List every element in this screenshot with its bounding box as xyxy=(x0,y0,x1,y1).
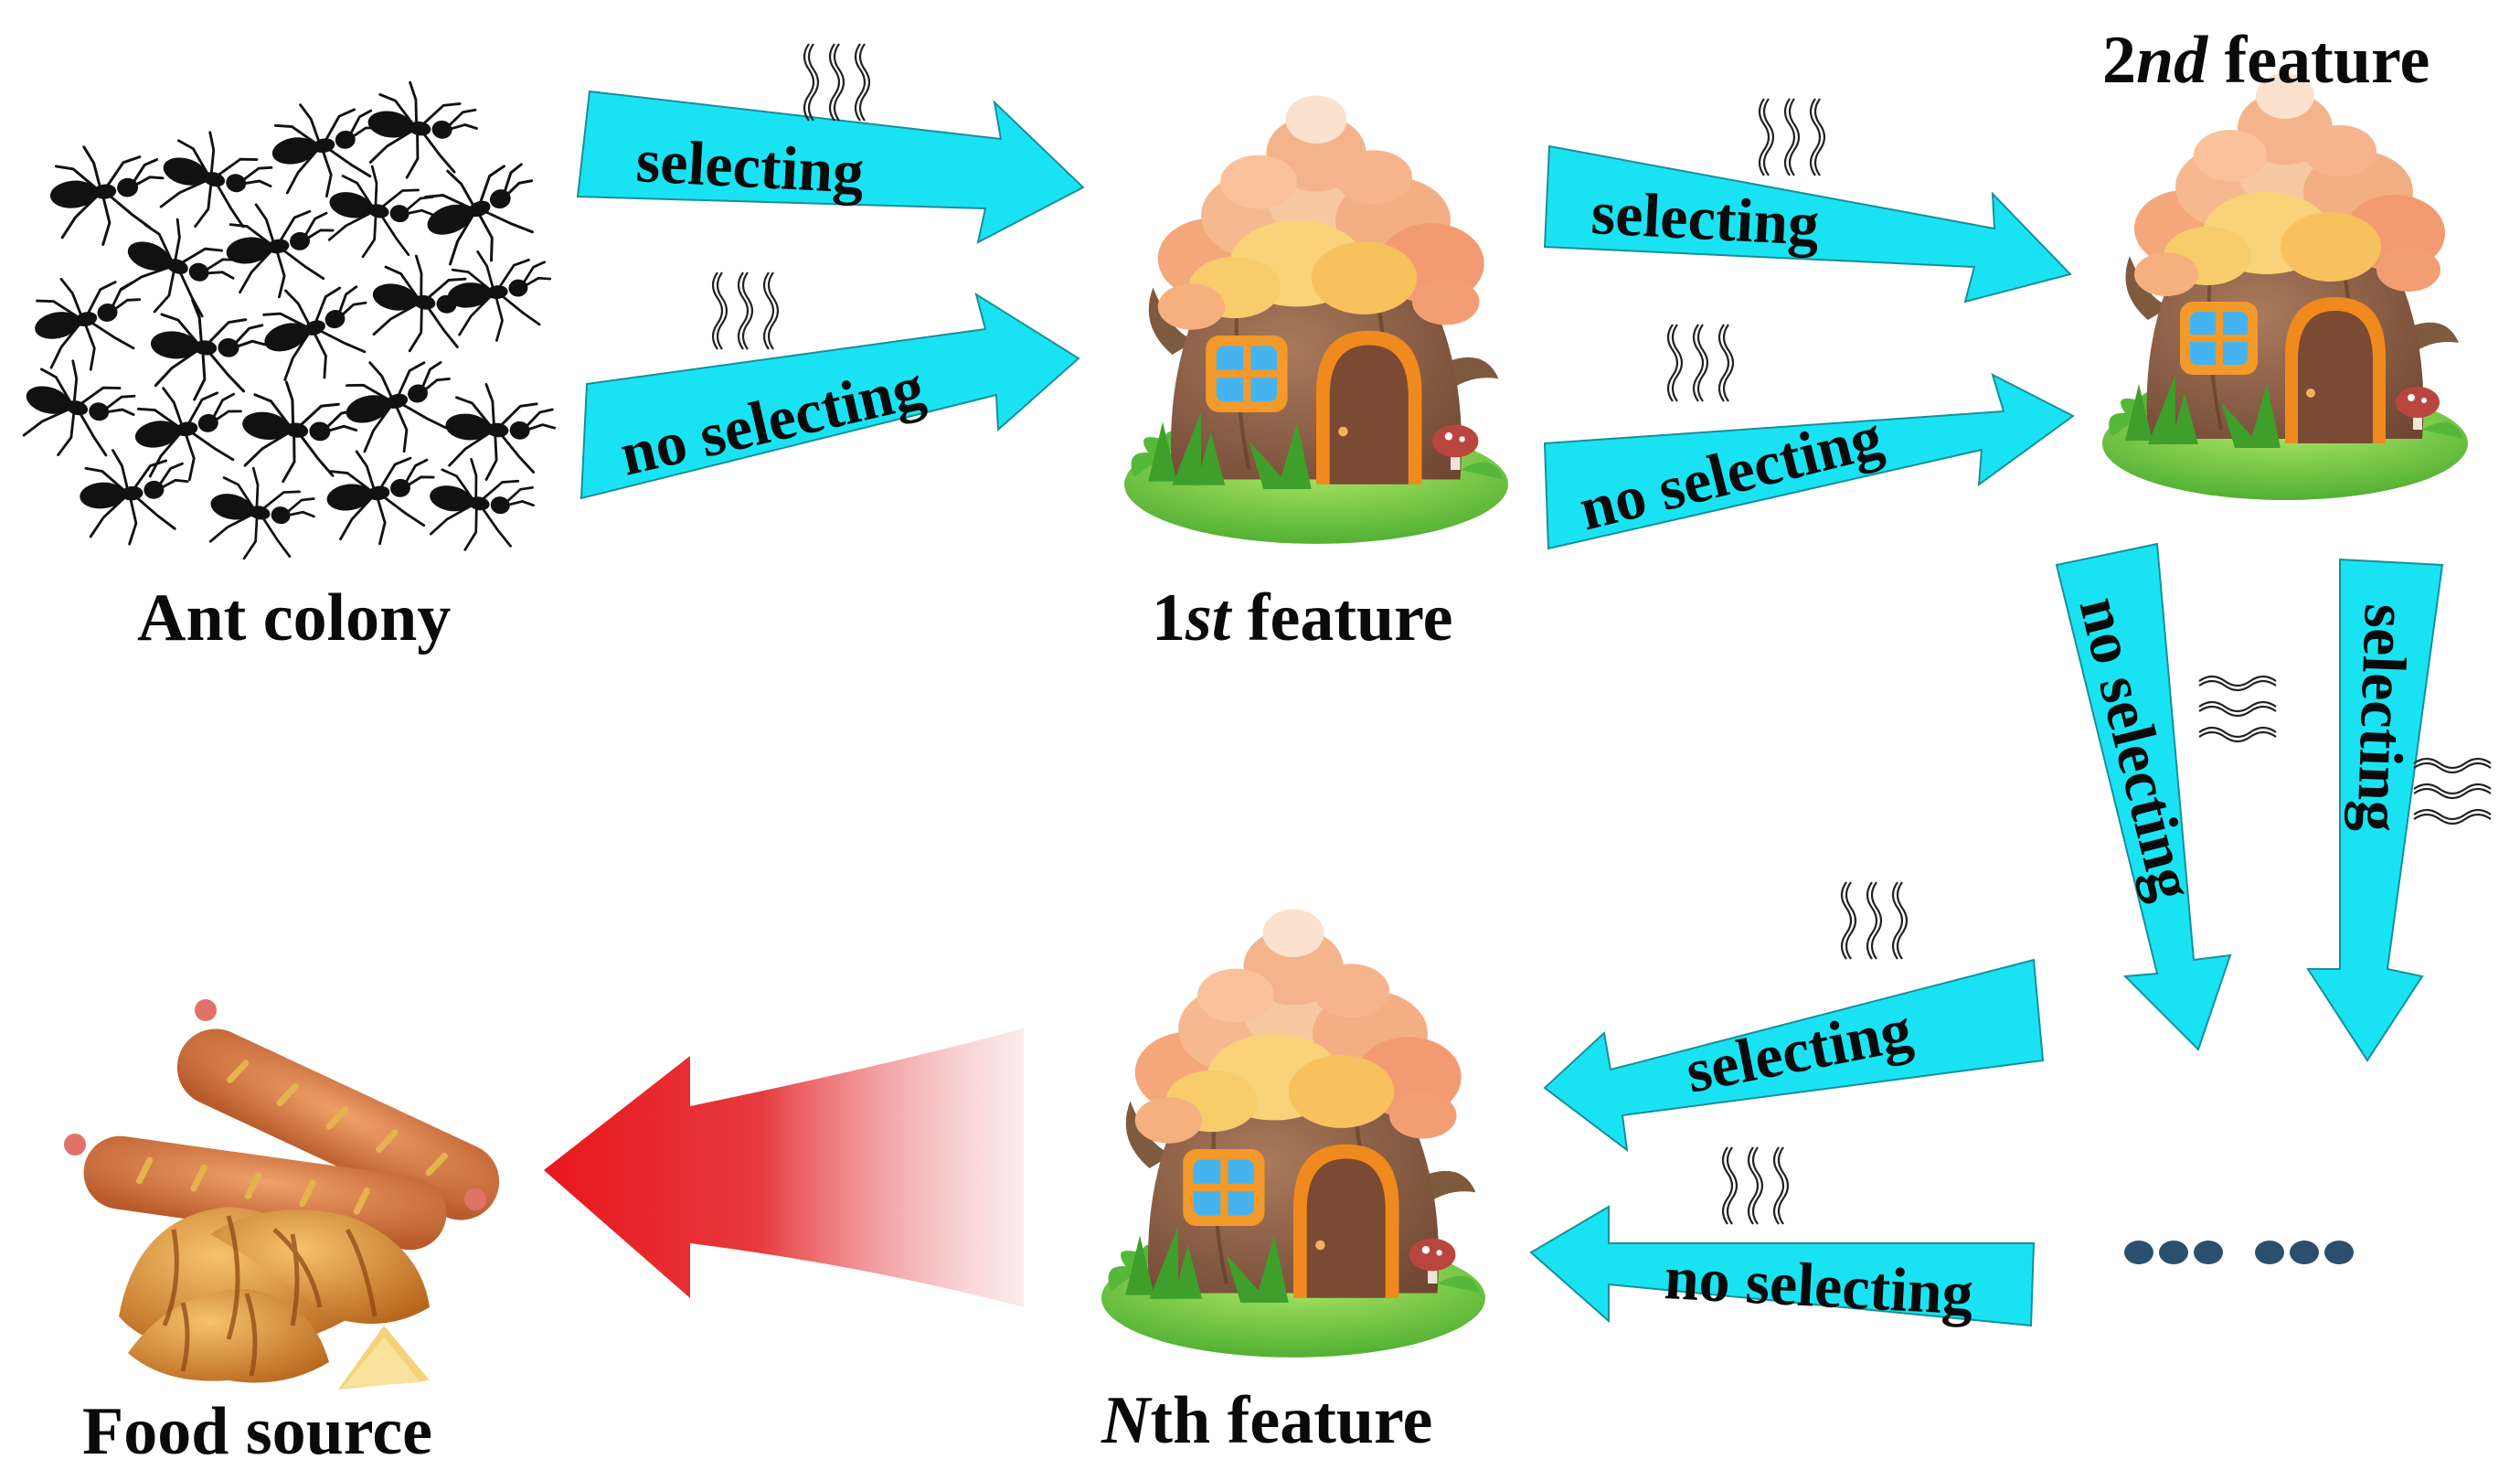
arrow-label-selecting: selecting xyxy=(1590,177,1821,259)
feature-1-house-image xyxy=(1124,96,1508,544)
arrow-colony-to-feature1-selecting xyxy=(576,90,1085,244)
arrow-label-no-selecting: no selecting xyxy=(1663,1242,1975,1328)
arrow-feature2-down-no-selecting xyxy=(2055,542,2232,1051)
arrow-label-no-selecting: no selecting xyxy=(1572,401,1888,544)
ellipsis-dots xyxy=(2124,1241,2354,1264)
arrow-label-no-selecting: no selecting xyxy=(2066,590,2208,906)
arrow-feature1-to-feature2-selecting xyxy=(1543,144,2072,304)
pheromone-wave-icon xyxy=(2197,675,2278,743)
food-source-image xyxy=(64,999,500,1390)
arrow-label-selecting: selecting xyxy=(2344,602,2421,833)
pheromone-wave-icon xyxy=(2412,757,2493,826)
feature-n-label: Nth feature xyxy=(1101,1383,1432,1458)
feature-2-house-image xyxy=(2100,71,2470,502)
ant-colony-image xyxy=(12,76,560,572)
feature-1-label: 1st feature xyxy=(1152,581,1453,655)
arrow-label-selecting: selecting xyxy=(634,125,866,207)
pheromone-wave-icon xyxy=(1758,97,1826,177)
pheromone-wave-icon xyxy=(1666,323,1735,403)
arrow-colony-to-feature1-no-selecting xyxy=(579,292,1080,500)
pheromone-wave-icon xyxy=(711,271,780,351)
food-source-label: Food source xyxy=(82,1394,432,1469)
arrow-to-food-source xyxy=(544,1028,1024,1307)
feature-n-house-image xyxy=(1101,910,1485,1358)
pheromone-wave-icon xyxy=(1840,880,1909,961)
ant-colony-label: Ant colony xyxy=(137,581,451,655)
arrow-feature1-to-feature2-no-selecting xyxy=(1543,373,2075,550)
pheromone-wave-icon xyxy=(1721,1145,1790,1226)
arrow-feature2-down-selecting xyxy=(2306,558,2444,1062)
arrow-to-featureN-selecting xyxy=(1543,958,2045,1153)
pheromone-wave-icon xyxy=(803,42,871,122)
feature-2-label: 2nd feature xyxy=(2102,23,2430,98)
arrow-to-featureN-no-selecting xyxy=(1529,1205,2036,1327)
